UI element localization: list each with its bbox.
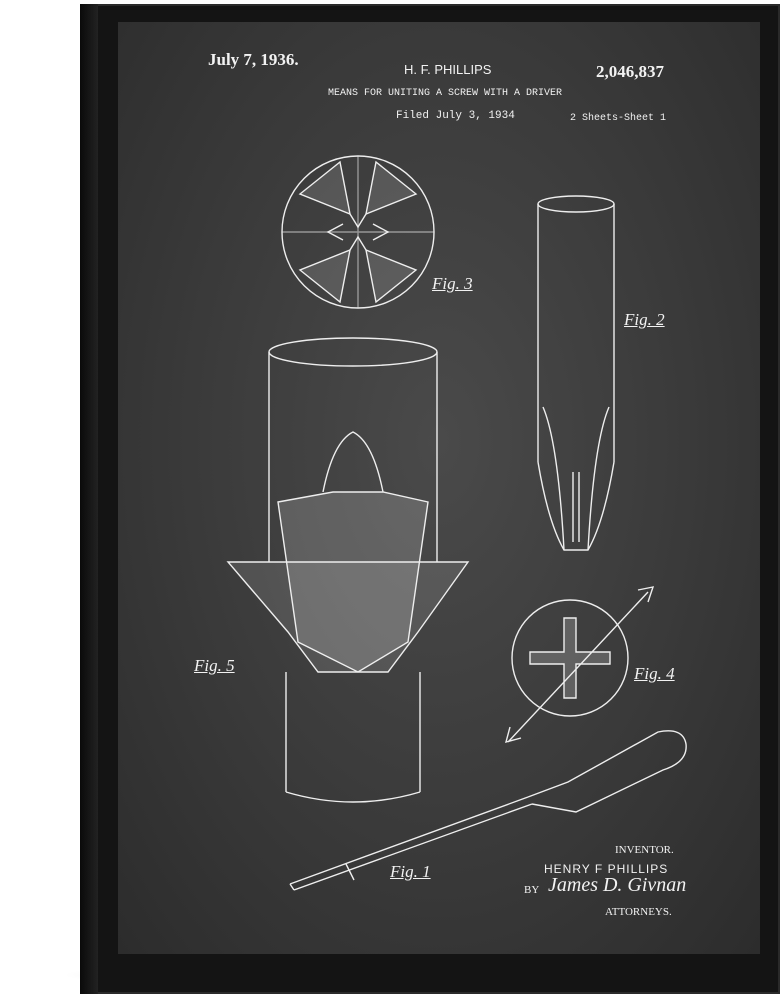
patent-title: MEANS FOR UNITING A SCREW WITH A DRIVER [328, 88, 563, 99]
fig4-label: Fig. 4 [634, 664, 675, 683]
fig5-drawing [226, 337, 470, 803]
patent-canvas: July 7, 1936. H. F. PHILLIPS 2,046,837 M… [118, 22, 760, 954]
fig2-label: Fig. 2 [624, 310, 665, 329]
fig2-drawing [537, 195, 615, 551]
patent-number: 2,046,837 [596, 62, 664, 81]
patent-drawing [226, 155, 687, 891]
issue-date: July 7, 1936. [208, 50, 299, 69]
fig3-drawing [281, 155, 435, 309]
by-label: BY [524, 884, 540, 896]
attorney-signature: James D. Givnan [548, 874, 687, 896]
inventor-header: H. F. PHILLIPS [404, 62, 492, 77]
filed-date: Filed July 3, 1934 [396, 110, 515, 122]
inventor-label: INVENTOR. [615, 844, 674, 856]
fig1-drawing [289, 730, 687, 891]
inventor-name: HENRY F PHILLIPS [544, 862, 669, 876]
fig4-drawing [505, 586, 655, 743]
attorneys-label: ATTORNEYS. [605, 906, 672, 918]
sheet-count: 2 Sheets-Sheet 1 [570, 113, 667, 124]
frame-side [80, 4, 98, 994]
fig5-label: Fig. 5 [194, 656, 235, 675]
fig3-label: Fig. 3 [432, 274, 473, 293]
fig1-label: Fig. 1 [390, 862, 431, 881]
